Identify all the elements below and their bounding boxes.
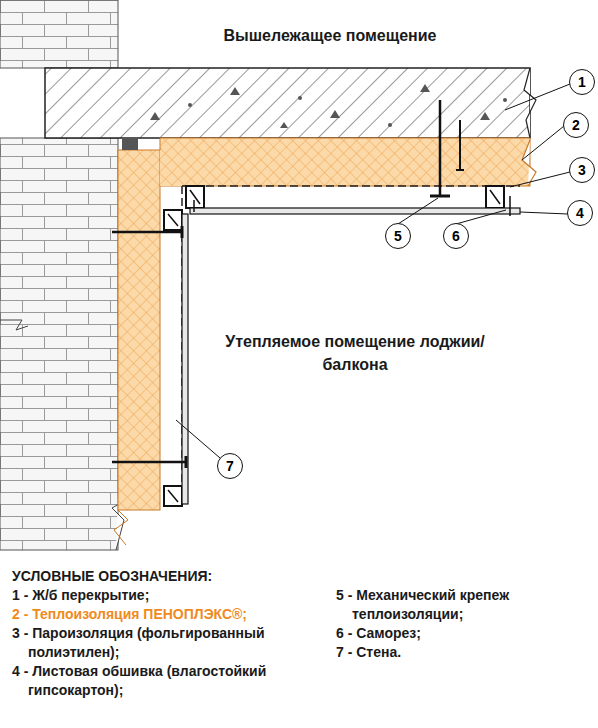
callout-text: 7 [226,458,234,474]
callout-text: 5 [394,228,402,244]
legend-item: 1 - Ж/б перекрытие; [12,586,330,605]
callout-text: 6 [452,228,460,244]
legend-item: 3 - Пароизоляция (фольгированный полиэти… [12,624,330,662]
callout-number: 4 [567,200,593,226]
callout-number: 3 [569,157,595,183]
callout-number: 1 [569,69,595,95]
legend-item: 6 - Саморез; [336,624,592,643]
callout-text: 3 [578,162,586,178]
callout-number: 7 [217,453,243,479]
legend-item: 7 - Стена. [336,643,592,662]
room-label: Вышележащее помещение [180,24,480,47]
callout-text: 1 [578,74,586,90]
callout-text: 2 [572,117,580,133]
legend-column: 5 - Механический крепеж теплоизоляции;6 … [336,586,592,662]
legend-item: 4 - Листовая обшивка (влагостойкий гипсо… [12,662,330,700]
legend-heading: УСЛОВНЫЕ ОБОЗНАЧЕНИЯ: [12,566,332,586]
legend-column: 1 - Ж/б перекрытие;2 - Теплоизоляция ПЕН… [12,586,330,700]
legend-item: 5 - Механический крепеж теплоизоляции; [336,586,592,624]
legend-item: 2 - Теплоизоляция ПЕНОПЛЭКС®; [12,605,330,624]
callout-number: 5 [385,223,411,249]
callout-text: 4 [576,205,584,221]
room-label: Утепляемое помещение лоджии/балкона [220,330,490,376]
callout-number: 6 [443,223,469,249]
callout-number: 2 [563,112,589,138]
